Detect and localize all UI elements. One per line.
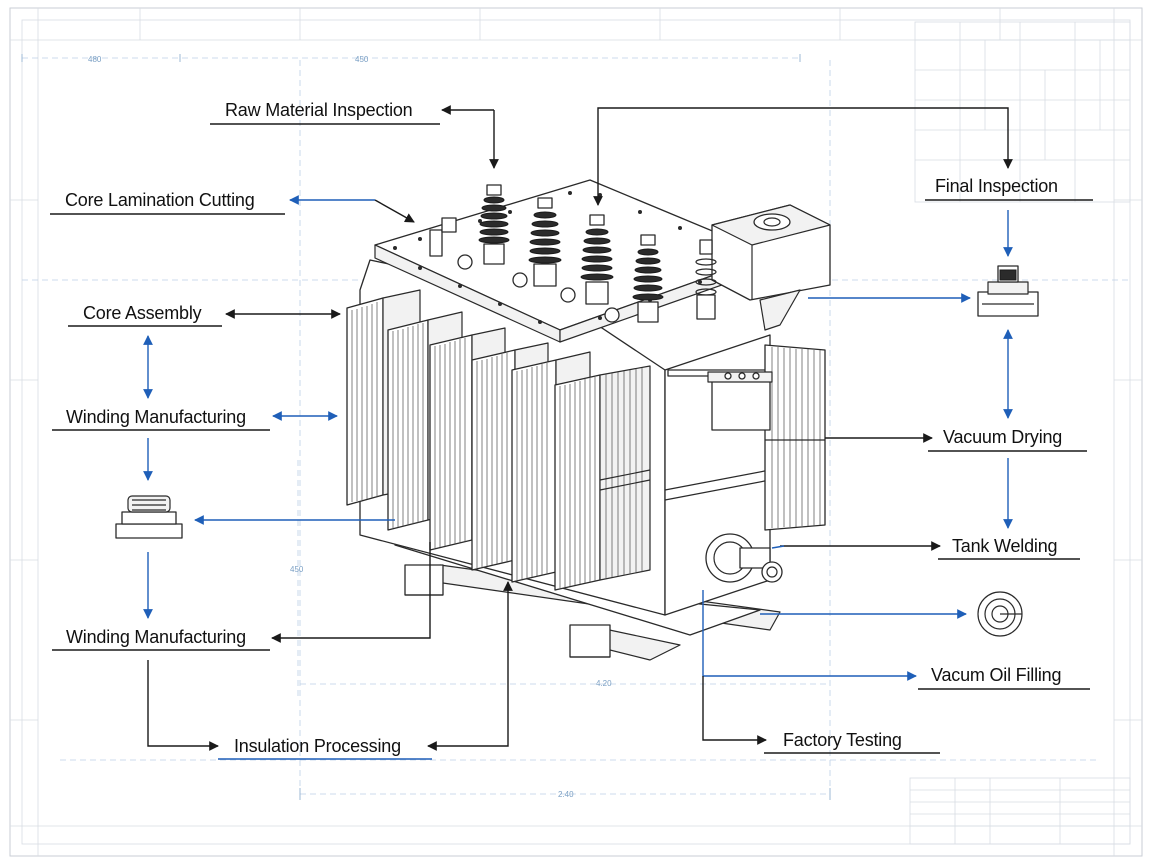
conservator [711, 204, 831, 331]
title-block-bottom [909, 777, 1131, 845]
label-raw-material-inspection: Raw Material Inspection [225, 100, 413, 120]
label-tank-welding: Tank Welding [952, 536, 1057, 556]
radiator-bank [346, 289, 651, 591]
process-labels: Raw Material Inspection Core Lamination … [50, 100, 1093, 760]
label-core-lamination-cutting: Core Lamination Cutting [65, 190, 255, 210]
label-vacum-oil-filling: Vacum Oil Filling [931, 665, 1061, 685]
label-factory-testing: Factory Testing [783, 730, 902, 750]
label-core-assembly: Core Assembly [83, 303, 202, 323]
label-winding-manufacturing-2: Winding Manufacturing [66, 627, 246, 647]
dim-bottom-outer: 2.40 [558, 790, 574, 799]
control-box [707, 371, 773, 431]
dim-left-vertical: 450 [290, 565, 304, 574]
winding-machine-icon [115, 495, 183, 539]
dim-top-center: 450 [355, 55, 369, 64]
label-final-inspection: Final Inspection [935, 176, 1058, 196]
bushings [429, 184, 717, 323]
coil-spiral-icon [977, 591, 1023, 637]
dimension-lines: 480 450 450 4.20 2.40 [21, 54, 831, 800]
label-winding-manufacturing-1: Winding Manufacturing [66, 407, 246, 427]
dim-bottom-inner: 4.20 [596, 679, 612, 688]
flow-arrows [143, 105, 1013, 751]
transformer-illustration [346, 179, 831, 661]
drain-valve [705, 533, 783, 583]
press-machine-icon [977, 265, 1039, 317]
label-insulation-processing: Insulation Processing [234, 736, 401, 756]
dim-top-left: 480 [88, 55, 102, 64]
label-vacuum-drying: Vacuum Drying [943, 427, 1062, 447]
radiator-right [764, 344, 826, 531]
title-block-top [914, 21, 1131, 203]
